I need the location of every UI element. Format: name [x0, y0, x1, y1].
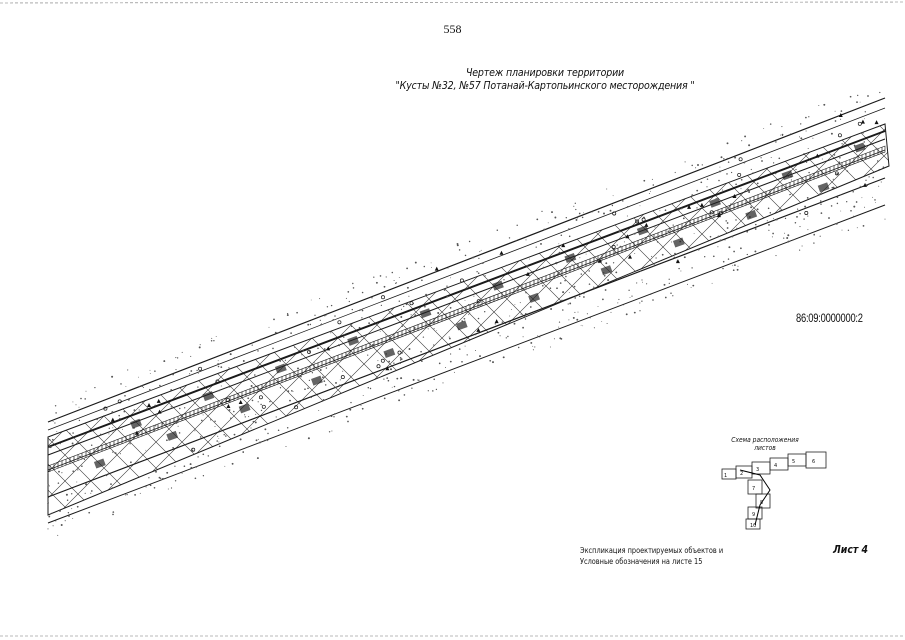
sheet-label: Лист 4	[833, 543, 869, 556]
survey-markers	[93, 112, 879, 469]
page-number: 558	[443, 22, 462, 36]
cadastral-number: 86:09:0000000:2	[796, 311, 863, 325]
explication-line1: Экспликация проектируемых объектов и	[580, 546, 724, 555]
sheet-layout-scheme	[721, 451, 827, 530]
sheet-number-label: 2	[740, 471, 743, 477]
sheet-number-label: 7	[752, 486, 755, 492]
explication-note: Экспликация проектируемых объектов и Усл…	[580, 545, 760, 567]
layout-scheme-title: Схема расположения листов	[731, 436, 799, 452]
sheet-number-label: 8	[760, 500, 763, 506]
drawing-title-line2: "Кусты №32, №57 Потанай-Картопьинского м…	[395, 79, 695, 92]
corridor-hatched-zone	[47, 123, 890, 516]
comb-line	[47, 145, 886, 473]
explication-line2: Условные обозначения на листе 15	[580, 557, 703, 566]
sheet-layout-labels: 1 2 3 4 5 6 7 89 10	[724, 459, 815, 529]
sheet-number-label: 5	[792, 459, 795, 465]
sheet-number-label: 4	[774, 463, 777, 469]
drawing-title: Чертеж планировки территории "Кусты №32,…	[360, 66, 730, 92]
sheet-number-label: 3	[756, 467, 759, 473]
sheet-number-label: 10	[750, 523, 756, 529]
sheet-number-label: 9	[752, 512, 755, 518]
sheet-number-label: 1	[724, 473, 727, 479]
sheet-number-label: 6	[812, 459, 815, 465]
sheet-top-edge	[0, 1, 905, 4]
drawing-title-line1: Чертеж планировки территории	[465, 66, 625, 79]
